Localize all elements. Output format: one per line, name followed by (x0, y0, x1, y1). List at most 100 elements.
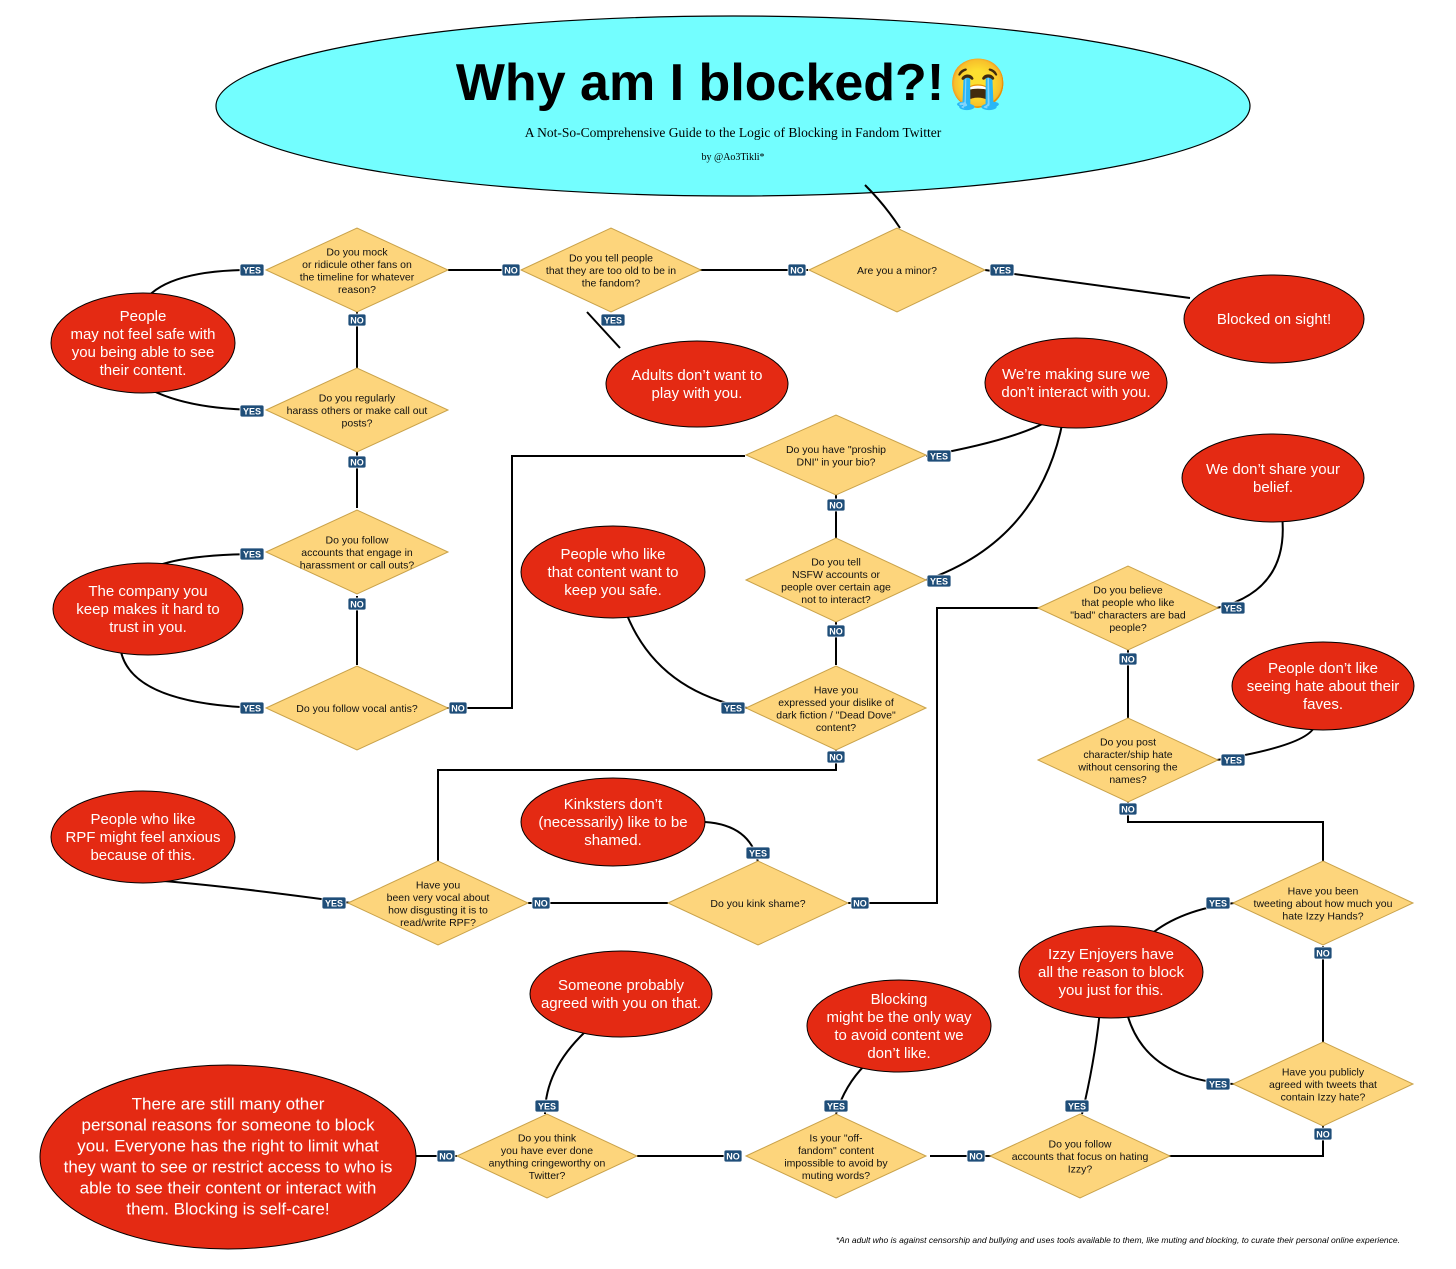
question-line: not to interact? (801, 594, 871, 606)
connector-line-3 (984, 269, 1191, 299)
connector-line-30 (1124, 1004, 1235, 1085)
badge-box (531, 896, 551, 910)
yes-badge: YES (989, 263, 1015, 277)
no-badge: NO (723, 1149, 743, 1163)
outcome-line: they want to see or restrict access to w… (64, 1158, 393, 1177)
badge-label: YES (243, 549, 261, 559)
badge-label: NO (350, 315, 364, 325)
badge-box (1313, 1127, 1333, 1141)
question-line: harassment or call outs? (300, 560, 415, 572)
badge-label: YES (243, 406, 261, 416)
badges: NO YES NO YES YES NO YES NO YES NO YES NO YES NO YES NO… (239, 263, 1333, 1163)
badge-label: YES (724, 703, 742, 713)
no-badge: NO (501, 263, 521, 277)
title-ellipse (215, 15, 1251, 197)
no-badge: NO (826, 624, 846, 638)
outcome-line: faves. (1303, 696, 1343, 713)
question-text: Are you a minor? (857, 265, 937, 277)
badge-box (926, 449, 952, 463)
question-diamond (666, 860, 850, 946)
badge-label: NO (829, 500, 843, 510)
connector-line-23 (848, 607, 1040, 904)
question-diamond (1231, 1041, 1415, 1127)
outcome-line: We’re making sure we (1002, 366, 1150, 383)
question-diamond (264, 227, 450, 313)
outcome-line: play with you. (652, 385, 743, 402)
outcome-bubble (39, 1064, 417, 1250)
badge-box (239, 404, 265, 418)
outcome-text: Blocked on sight! (1217, 311, 1331, 328)
badge-box (723, 1149, 743, 1163)
yes-badge: YES (720, 701, 746, 715)
question-line: agreed with tweets that (1269, 1079, 1377, 1091)
badge-label: NO (534, 898, 548, 908)
question-line: people over certain age (781, 581, 891, 593)
badge-label: NO (451, 703, 465, 713)
outcome-line: People (120, 308, 167, 325)
badge-label: YES (1209, 898, 1227, 908)
yes-badge: YES (239, 547, 265, 561)
badge-box (321, 896, 347, 910)
yes-badge: YES (1064, 1099, 1090, 1113)
outcome-line: don’t like. (867, 1045, 930, 1062)
footnote: *An adult who is against censorship and … (836, 1235, 1400, 1245)
badge-box (823, 1099, 849, 1113)
yes-badge: YES (1220, 753, 1246, 767)
no-badge: NO (826, 498, 846, 512)
connector-line-1 (864, 184, 901, 229)
outcome-bubble (605, 340, 789, 428)
question-vocal-antis: Do you follow vocal antis? (264, 665, 450, 751)
yes-badge: YES (926, 449, 952, 463)
yes-badge: YES (239, 701, 265, 715)
connector-line-6 (586, 311, 621, 349)
byline: by @Ao3Tikli* (701, 152, 764, 163)
badge-box (745, 846, 771, 860)
badge-label: NO (969, 1151, 983, 1161)
question-line: reason? (338, 284, 376, 296)
question-line: you have ever done (501, 1145, 593, 1157)
badge-box (1064, 1099, 1090, 1113)
crying-face-icon: 😭 (948, 58, 1008, 111)
question-line: contain Izzy hate? (1281, 1092, 1366, 1104)
no-badge: NO (1118, 802, 1138, 816)
question-diamond (264, 367, 450, 453)
question-diamond (1036, 565, 1220, 651)
no-badge: NO (826, 750, 846, 764)
question-line: Is your "off- (809, 1132, 863, 1144)
badge-box (787, 263, 807, 277)
badge-box (436, 1149, 456, 1163)
badge-label: NO (790, 265, 804, 275)
outcome-bubble (50, 790, 236, 884)
question-diamond (1231, 860, 1415, 946)
question-diamond (744, 1113, 928, 1199)
yes-badge: YES (600, 313, 626, 327)
question-diamond (264, 665, 450, 751)
question-line: muting words? (802, 1170, 870, 1182)
question-line: that people who like (1082, 597, 1175, 609)
question-line: dark fiction / "Dead Dove" (776, 709, 896, 721)
outcome-line: Adults don’t want to (632, 367, 763, 384)
question-line: Have you publicly (1282, 1067, 1365, 1079)
